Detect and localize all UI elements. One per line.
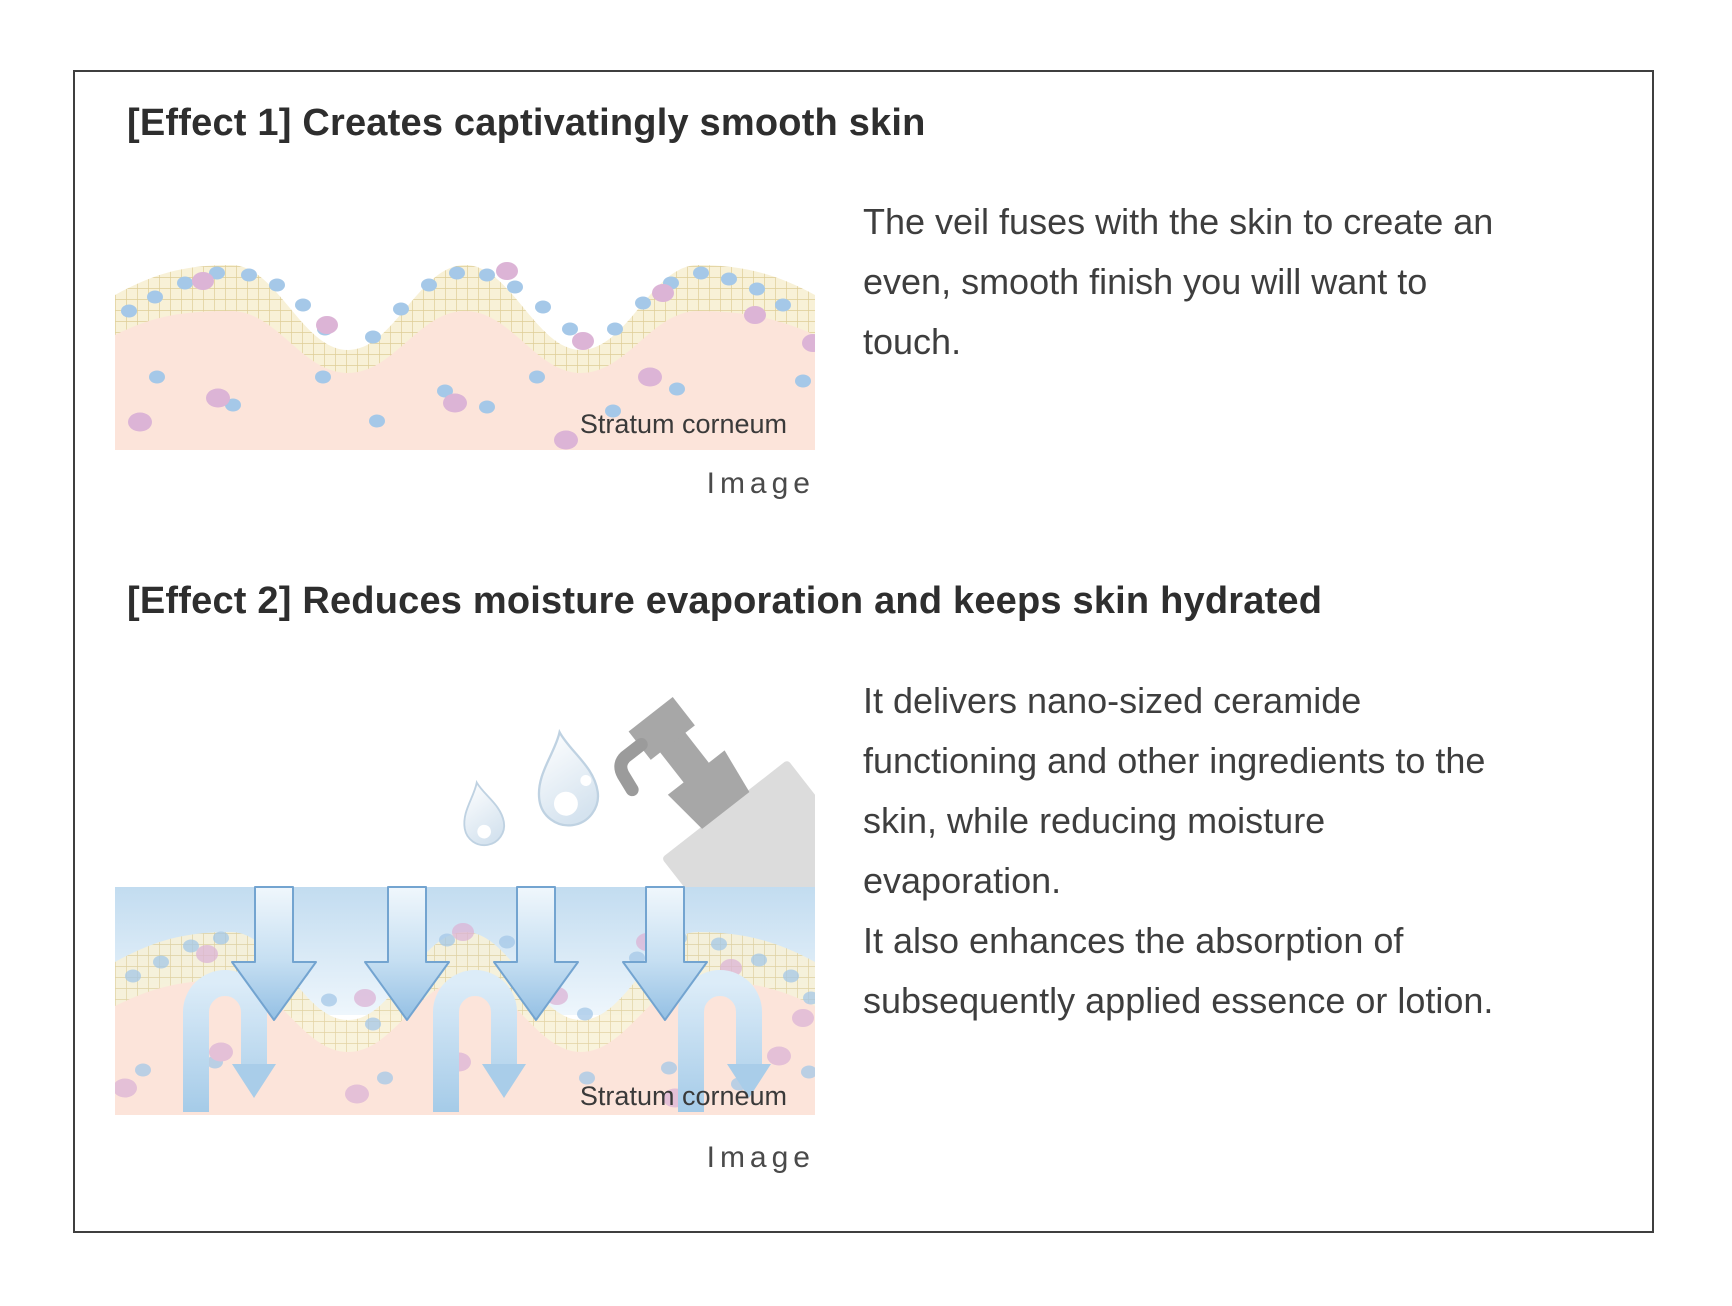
skin-layer [115, 980, 815, 1115]
penetration-arrows [231, 886, 708, 1021]
moisture-return-arrow-icon [433, 970, 526, 1112]
veil-ceramide-dots-pink [196, 923, 814, 1027]
skin-ceramide-dots-blue [149, 370, 811, 428]
moisture-return-arrow-icon [183, 970, 276, 1112]
stratum-corneum-label: Stratum corneum [580, 1081, 787, 1111]
skin-layer [115, 311, 815, 450]
effect1-skin-illustration: Stratum corneum [115, 262, 815, 450]
stratum-corneum-label: Stratum corneum [580, 409, 787, 439]
skin-ceramide-dots-pink [128, 367, 662, 450]
effect2-heading: [Effect 2] Reduces moisture evaporation … [127, 580, 1323, 622]
effect1-description: The veil fuses with the skin to create a… [863, 201, 1494, 362]
penetration-arrow-icon [622, 886, 708, 1021]
skin-ceramide-dots-blue [135, 1055, 815, 1091]
effect2-description: It delivers nano-sized ceramide function… [863, 680, 1494, 1021]
moisture-return-arrows [183, 970, 771, 1112]
penetration-arrow-icon [231, 886, 317, 1021]
moisture-return-arrow-icon [678, 970, 771, 1112]
effect2-moisture-illustration: Stratum corneum [115, 697, 815, 1115]
effect1-heading: [Effect 1] Creates captivatingly smooth … [127, 102, 926, 144]
water-drop-icon-large [537, 728, 600, 827]
penetration-arrow-icon [364, 886, 450, 1021]
veil-ceramide-dots-blue [121, 266, 791, 344]
pump-nozzle [614, 737, 648, 797]
penetration-arrow-icon [493, 886, 579, 1021]
effect2-image-caption: Image [706, 1141, 815, 1174]
effect1-image-caption: Image [706, 467, 815, 500]
water-drop-icon-small [463, 779, 506, 847]
veil-ceramide-dots-pink [192, 262, 815, 352]
